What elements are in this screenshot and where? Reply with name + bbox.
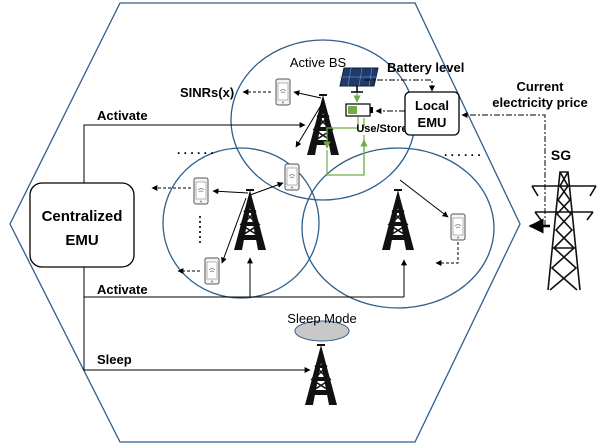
- sleep-bs-tower-icon: [304, 344, 338, 406]
- centralized-emu-label-2: EMU: [65, 232, 98, 249]
- centralized-emu-box: [29, 182, 135, 268]
- active-bs-label: Active BS: [290, 55, 347, 70]
- sinrs-label: SINRs(x): [180, 85, 234, 100]
- battery-level-line: [365, 79, 435, 92]
- cell-right: [301, 147, 495, 309]
- dots-left: . . . . . .: [177, 143, 214, 157]
- active-bs-tower-icon: [306, 94, 340, 156]
- battery-level-label: Battery level: [387, 60, 464, 75]
- sg-label: SG: [551, 147, 571, 163]
- solar-panel-icon: [339, 67, 379, 93]
- sleep-mode-ellipse: [294, 320, 350, 342]
- right-bs-tower-icon: [381, 189, 415, 251]
- coverage-hexagon: [9, 2, 521, 443]
- power-grid-tower-icon: [531, 171, 597, 291]
- activate-line-top: [83, 122, 306, 183]
- phone-icon: [193, 177, 209, 205]
- activate-label-top: Activate: [97, 108, 148, 123]
- left-bs-tower-icon: [233, 189, 267, 251]
- battery-to-bs-line: [323, 117, 359, 149]
- battery-icon: [345, 103, 373, 117]
- phone-icon: [450, 213, 466, 241]
- phone-icon: [284, 163, 300, 191]
- local-emu-label-2: EMU: [418, 115, 447, 130]
- phone-icon: [204, 257, 220, 285]
- sleep-line: [83, 297, 311, 373]
- dots-right: . . . . . .: [444, 145, 481, 159]
- use-store-label: Use/Store: [356, 123, 407, 135]
- sleep-mode-label: Sleep Mode: [287, 311, 356, 326]
- current-price-label-2: electricity price: [492, 95, 587, 110]
- centralized-emu-label-1: Centralized: [42, 208, 123, 225]
- cell-left: [162, 147, 320, 299]
- local-emu-box: [404, 91, 460, 136]
- sleep-label: Sleep: [97, 352, 132, 367]
- activate-label-bottom: Activate: [97, 282, 148, 297]
- phone-icon: [275, 78, 291, 106]
- local-emu-label-1: Local: [415, 98, 449, 113]
- current-price-label-1: Current: [517, 79, 565, 94]
- price-line: [461, 112, 546, 226]
